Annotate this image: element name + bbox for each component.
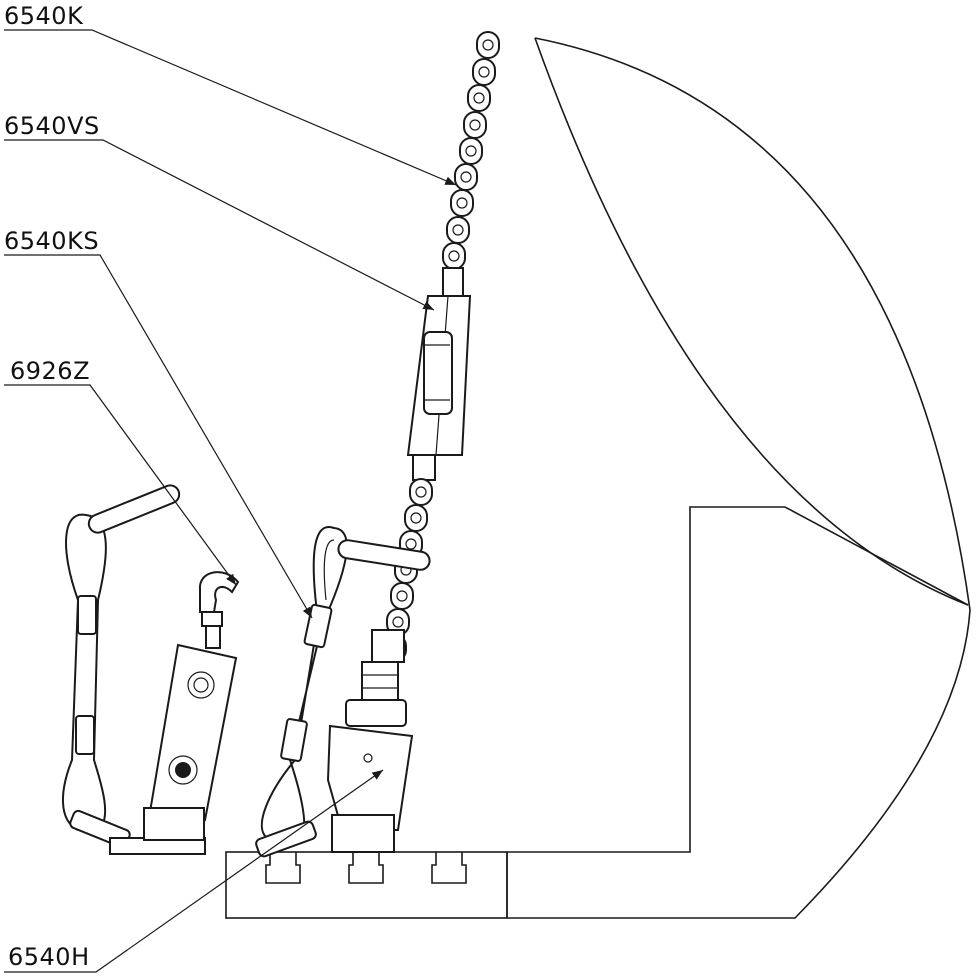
label-6540h: 6540H	[8, 943, 90, 971]
label-6926z: 6926Z	[10, 357, 91, 385]
label-6540vs: 6540VS	[4, 112, 100, 140]
leaders	[4, 29, 457, 973]
label-6540k: 6540K	[4, 2, 84, 30]
chain-upper	[442, 31, 500, 270]
support-block	[507, 506, 969, 853]
turnbuckle	[406, 267, 472, 481]
large-curved-body	[507, 37, 971, 919]
anchor-point	[326, 629, 414, 853]
label-6540ks: 6540KS	[4, 227, 100, 255]
base-rail	[225, 851, 508, 919]
left-sling	[62, 484, 206, 855]
inner-arc	[534, 37, 969, 606]
hook-plate	[143, 571, 240, 841]
